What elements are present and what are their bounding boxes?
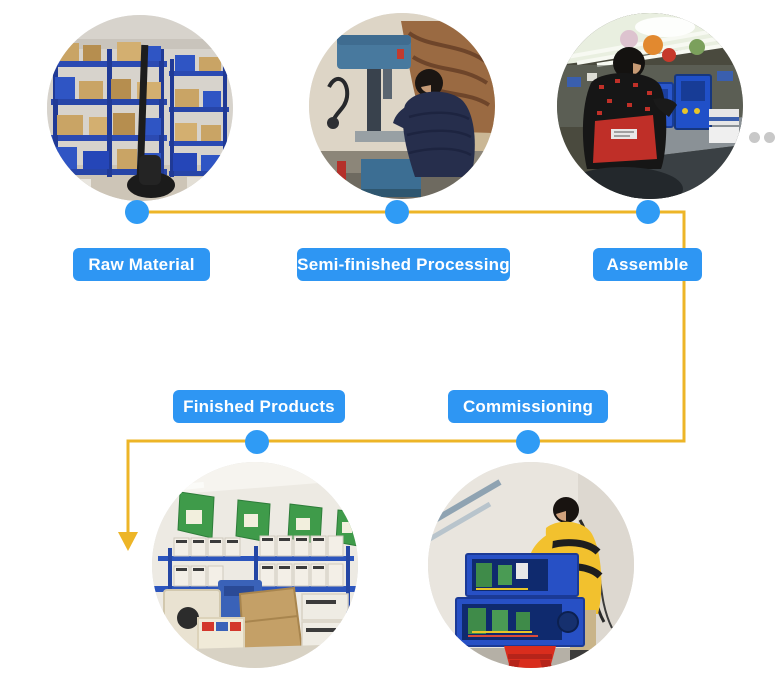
commissioning-photo [428,462,634,668]
node-dot-assemble [636,200,660,224]
step-label-finished-products: Finished Products [173,390,345,423]
step-label-commissioning: Commissioning [448,390,608,423]
carousel-pager [749,132,775,143]
raw-material-photo [47,15,233,201]
carousel-dot-1[interactable] [749,132,760,143]
node-dot-commissioning [516,430,540,454]
carousel-dot-2[interactable] [764,132,775,143]
node-dot-finished-products [245,430,269,454]
step-label-semi-finished: Semi-finished Processing [297,248,510,281]
step-label-assemble: Assemble [593,248,702,281]
node-dot-semi-finished [385,200,409,224]
flow-arrowhead [118,532,138,551]
semi-finished-processing-photo [309,13,495,199]
node-dot-raw-material [125,200,149,224]
assemble-photo [557,13,743,199]
finished-products-photo [152,462,358,668]
step-label-raw-material: Raw Material [73,248,210,281]
